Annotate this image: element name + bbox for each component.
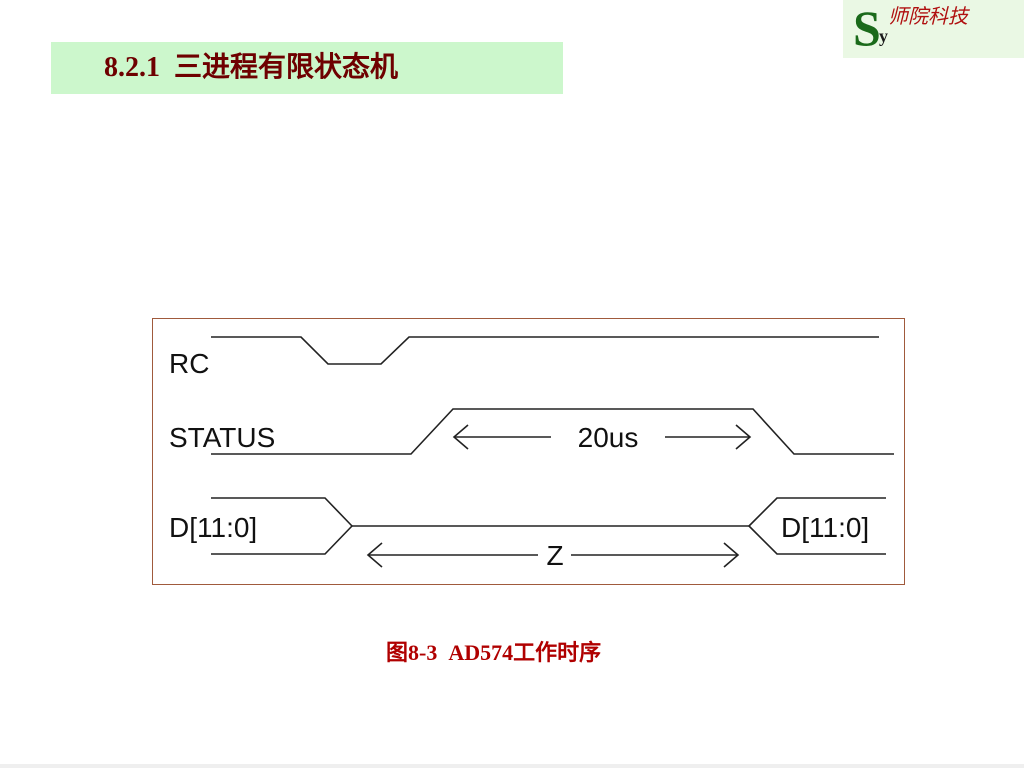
data-bus-left-lower [211, 525, 353, 555]
slide-title: 8.2.1 三进程有限状态机 [104, 52, 399, 83]
rc-label: RC [169, 348, 209, 379]
figure-caption: 图8-3 AD574工作时序 [386, 640, 602, 665]
logo-panel [843, 0, 1024, 58]
bottom-divider [0, 764, 1024, 768]
status-arrowhead-left [452, 424, 469, 450]
title-bar [51, 42, 563, 94]
hiz-arrowhead-right [723, 542, 740, 568]
data-bus-left-upper [211, 497, 353, 527]
timing-diagram: RC STATUS D[11:0] D[11:0] 20us Z [152, 318, 905, 585]
data-bus-right-lower [748, 525, 886, 555]
status-waveform [211, 408, 894, 455]
status-arrowhead-right [735, 424, 752, 450]
timing-diagram-svg: RC STATUS D[11:0] D[11:0] 20us Z [169, 336, 894, 571]
data-bus-label-left: D[11:0] [169, 512, 257, 543]
data-bus-right-upper [748, 497, 886, 527]
status-label: STATUS [169, 422, 275, 453]
hiz-label: Z [546, 540, 563, 571]
hiz-arrowhead-left [366, 542, 383, 568]
logo-letter-s: S [853, 0, 881, 56]
rc-waveform [211, 336, 879, 365]
logo-text: 师院科技 [888, 4, 968, 28]
data-bus-label-right: D[11:0] [781, 512, 869, 543]
status-duration-label: 20us [578, 422, 639, 453]
logo-letter-y: y [879, 26, 888, 46]
